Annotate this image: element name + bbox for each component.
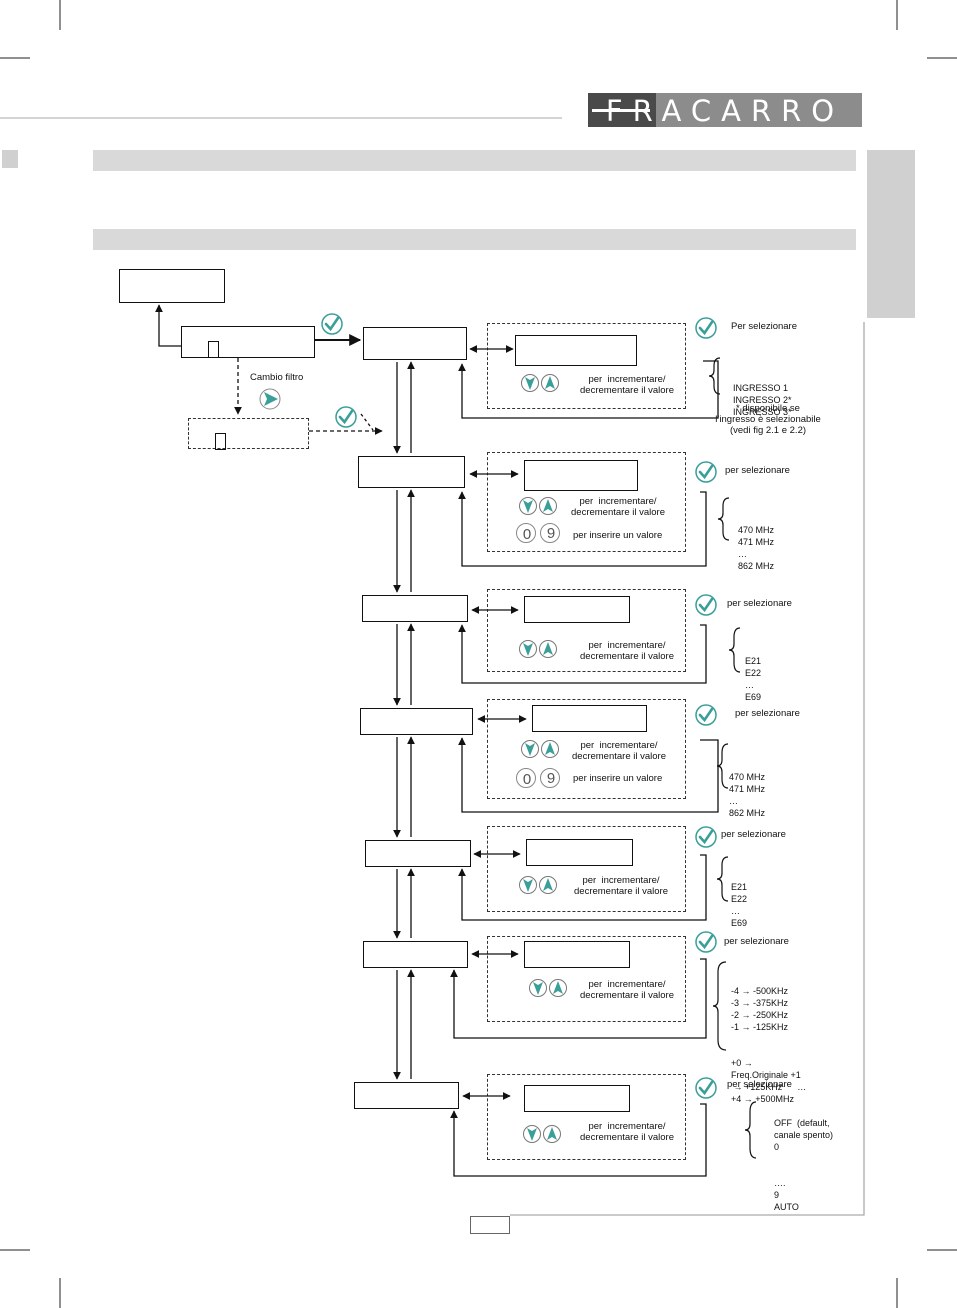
- svg-text:9: 9: [547, 770, 555, 787]
- svg-text:0: 0: [523, 526, 531, 543]
- inc-dec-label: per incrementare/ decrementare il valore: [580, 1121, 674, 1143]
- check-icon: [695, 594, 717, 616]
- numeric-keys-icon: 0 9: [516, 768, 564, 790]
- svg-text:0: 0: [523, 771, 531, 788]
- menu-offset: [363, 941, 468, 968]
- menu-freq-2: [360, 708, 473, 735]
- lcd-freq-2: [532, 705, 647, 732]
- section-bar-2: [93, 229, 856, 250]
- down-up-icons: [521, 1124, 565, 1144]
- menu-channel-1: [362, 595, 468, 622]
- numeric-keys-icon: 0 9: [516, 523, 564, 545]
- down-arrow-icon: [519, 876, 537, 894]
- select-label: Per selezionare: [731, 321, 798, 332]
- up-arrow-icon: [541, 374, 559, 392]
- menu-box-filter-alt: [188, 418, 309, 450]
- check-icon: [321, 313, 343, 335]
- down-arrow-icon: [529, 979, 547, 997]
- lcd-channel-1: [524, 596, 630, 623]
- lcd-freq-1: [524, 460, 638, 491]
- check-icon: [695, 317, 717, 339]
- up-arrow-icon: [539, 876, 557, 894]
- down-up-icons: [527, 978, 571, 998]
- down-up-icons: [517, 496, 561, 516]
- down-arrow-icon: [521, 740, 539, 758]
- up-arrow-icon: [541, 740, 559, 758]
- menu-freq-1: [358, 456, 465, 488]
- inc-dec-label: per incrementare/ decrementare il valore: [572, 740, 666, 762]
- corner-square: [2, 150, 18, 168]
- up-arrow-icon: [539, 640, 557, 658]
- menu-channel-2: [365, 840, 471, 867]
- check-icon: [695, 826, 717, 848]
- select-label: per selezionare: [735, 708, 800, 719]
- menu-box-filter: [181, 326, 315, 358]
- inc-dec-label: per incrementare/ decrementare il valore: [571, 496, 665, 518]
- check-icon: [335, 406, 357, 428]
- select-label: per selezionare: [725, 465, 790, 476]
- check-icon: [695, 1077, 717, 1099]
- inc-dec-label: per incrementare/ decrementare il valore: [580, 640, 674, 662]
- inc-dec-label: per incrementare/ decrementare il valore: [580, 374, 674, 396]
- right-arrow-icon: [259, 388, 281, 410]
- down-up-icons: [519, 739, 563, 759]
- lcd-offset: [524, 941, 630, 968]
- menu-box-top: [119, 269, 225, 303]
- down-arrow-icon: [523, 1125, 541, 1143]
- inc-dec-label: per incrementare/ decrementare il valore: [574, 875, 668, 897]
- up-arrow-icon: [543, 1125, 561, 1143]
- up-arrow-icon: [549, 979, 567, 997]
- down-up-icons: [517, 639, 561, 659]
- svg-text:9: 9: [547, 525, 555, 542]
- down-arrow-icon: [519, 640, 537, 658]
- insert-value-label: per inserire un valore: [573, 530, 663, 541]
- page-number-box: [470, 1216, 510, 1234]
- up-arrow-icon: [539, 497, 557, 515]
- inc-dec-label: per incrementare/ decrementare il valore: [580, 979, 674, 1001]
- down-up-icons: [517, 875, 561, 895]
- fracarro-logo: FRACARRO: [588, 93, 862, 128]
- side-tab: [867, 150, 915, 318]
- menu-level: [354, 1082, 459, 1109]
- menu-input: [363, 327, 467, 360]
- down-arrow-icon: [521, 374, 539, 392]
- select-label: per selezionare: [721, 829, 786, 840]
- filter-change-label: Cambio filtro: [250, 372, 304, 383]
- lcd-input: [515, 335, 637, 366]
- insert-value-label: per inserire un valore: [573, 773, 663, 784]
- check-icon: [695, 461, 717, 483]
- lcd-channel-2: [526, 839, 633, 866]
- lcd-level: [524, 1085, 630, 1112]
- down-arrow-icon: [519, 497, 537, 515]
- select-label: per selezionare: [724, 936, 789, 947]
- section-bar-1: [93, 150, 856, 171]
- select-label: per selezionare: [727, 1079, 792, 1090]
- input-note: * disponibile se l’ingresso è selezionab…: [715, 403, 821, 436]
- down-up-icons: [519, 373, 563, 393]
- check-icon: [695, 931, 717, 953]
- offset-list: -4 → -500KHz-3 → -375KHz-2 → -250KHz-1 →…: [731, 986, 807, 1104]
- select-label: per selezionare: [727, 598, 792, 609]
- check-icon: [695, 704, 717, 726]
